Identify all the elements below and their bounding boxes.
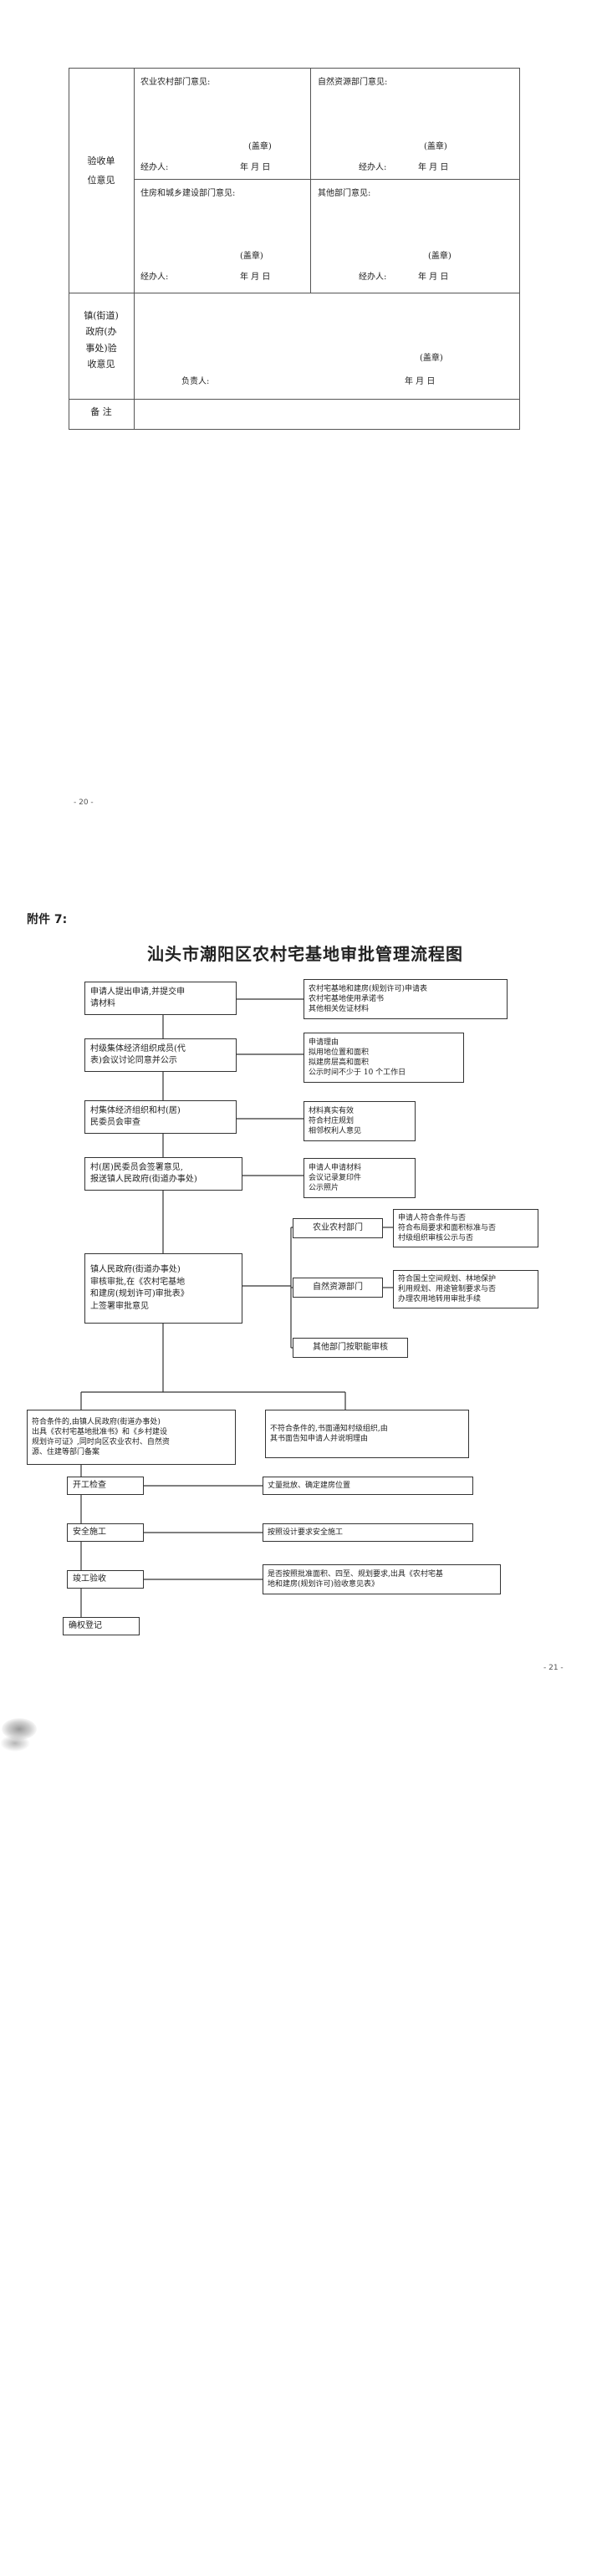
natres-seal: (盖章) [424, 142, 447, 151]
natres-dept-opinion-label: 自然资源部门意见: [318, 78, 388, 87]
flow-note-application-materials: 农村宅基地和建房(规划许可)申请表 农村宅基地使用承诺书 其他相关佐证材料 [304, 979, 508, 1019]
annex-label: 附件 7: [27, 913, 68, 926]
housing-handler: 经办人: [140, 273, 169, 282]
town-seal: (盖章) [420, 354, 443, 363]
scan-smudge-mark-lower [0, 1735, 30, 1752]
page-number-20: - 20 - [74, 798, 94, 807]
flow-outcome-rejected: 不符合条件的,书面通知村级组织,由 其书面告知申请人并说明理由 [265, 1410, 469, 1458]
flow-step-registration: 确权登记 [63, 1617, 140, 1635]
housing-dept-opinion-label: 住房和城乡建设部门意见: [140, 189, 236, 198]
agri-dept-opinion-label: 农业农村部门意见: [140, 78, 211, 87]
flow-step-town-approval: 镇人民政府(街道办事处) 审核审批,在《农村宅基地 和建房(规划许可)审批表》 … [84, 1253, 242, 1324]
housing-date: 年 月 日 [240, 273, 271, 282]
table-dept-divider [310, 68, 311, 293]
flow-note-agriculture-checks: 申请人符合条件与否 符合布局要求和面积标准与否 村级组织审核公示与否 [393, 1209, 538, 1247]
table-dept-row-divider [134, 179, 520, 180]
flow-dept-others: 其他部门按职能审核 [293, 1338, 408, 1358]
other-handler: 经办人: [359, 273, 387, 282]
flow-step-application: 申请人提出申请,并提交申 请材料 [84, 982, 237, 1015]
other-dept-opinion-label: 其他部门意见: [318, 189, 371, 198]
flow-outcome-approved: 符合条件的,由镇人民政府(街道办事处) 出具《农村宅基地批准书》和《乡村建设 规… [27, 1410, 236, 1465]
flow-note-natural-resources-checks: 符合国土空间规划、林地保护 利用规划、用途管制要求与否 办理农用地转用审批手续 [393, 1270, 538, 1308]
flow-step-start-inspection: 开工检查 [67, 1477, 144, 1495]
flow-step-collective-meeting: 村级集体经济组织成员(代 表)会议讨论同意并公示 [84, 1038, 237, 1072]
flow-step-completion-acceptance: 竣工验收 [67, 1570, 144, 1589]
natres-date: 年 月 日 [418, 163, 449, 172]
flow-note-completion-acceptance: 是否按照批准面积、四至、规划要求,出具《农村宅基 地和建房(规划许可)验收意见表… [263, 1564, 501, 1594]
table-border-right [519, 68, 520, 430]
flow-dept-agriculture: 农业农村部门 [293, 1218, 383, 1238]
town-government-label: 镇(街道) 政府(办 事处)验 收意见 [84, 310, 119, 370]
agri-date: 年 月 日 [240, 163, 271, 172]
flow-note-start-inspection: 丈量批放、确定建房位置 [263, 1477, 473, 1495]
table-row-divider-2 [69, 399, 520, 400]
table-border-bottom [69, 429, 520, 430]
flow-note-safe-construction: 按照设计要求安全施工 [263, 1523, 473, 1542]
flow-dept-natural-resources: 自然资源部门 [293, 1278, 383, 1298]
flow-note-review-criteria: 材料真实有效 符合村庄规划 相邻权利人意见 [304, 1101, 416, 1141]
flow-note-meeting-content: 申请理由 拟用地位置和面积 拟建房层高和面积 公示时间不少于 10 个工作日 [304, 1033, 464, 1083]
flow-step-safe-construction: 安全施工 [67, 1523, 144, 1542]
other-date: 年 月 日 [418, 273, 449, 282]
acceptance-unit-label: 验收单 位意见 [87, 156, 115, 186]
flow-note-submitted-documents: 申请人申请材料 会议记录复印件 公示照片 [304, 1158, 416, 1198]
flow-step-submit-to-town: 村(居)民委员会签署意见, 报送镇人民政府(街道办事处) [84, 1157, 242, 1191]
town-date: 年 月 日 [405, 377, 436, 386]
town-responsible: 负责人: [181, 377, 210, 386]
agri-seal: (盖章) [248, 142, 272, 151]
housing-seal: (盖章) [240, 252, 263, 261]
table-border-top [69, 68, 520, 69]
natres-handler: 经办人: [359, 163, 387, 172]
agri-handler: 经办人: [140, 163, 169, 172]
remark-label: 备 注 [90, 406, 112, 417]
flowchart-title: 汕头市潮阳区农村宅基地审批管理流程图 [147, 944, 463, 964]
page-number-21: - 21 - [543, 1664, 564, 1672]
acceptance-table: 验收单 位意见 农业农村部门意见: (盖章) 经办人: 年 月 日 自然资源部门… [69, 68, 520, 430]
table-label-divider [134, 68, 135, 430]
other-seal: (盖章) [428, 252, 452, 261]
flow-step-village-review: 村集体经济组织和村(居) 民委员会审查 [84, 1100, 237, 1134]
